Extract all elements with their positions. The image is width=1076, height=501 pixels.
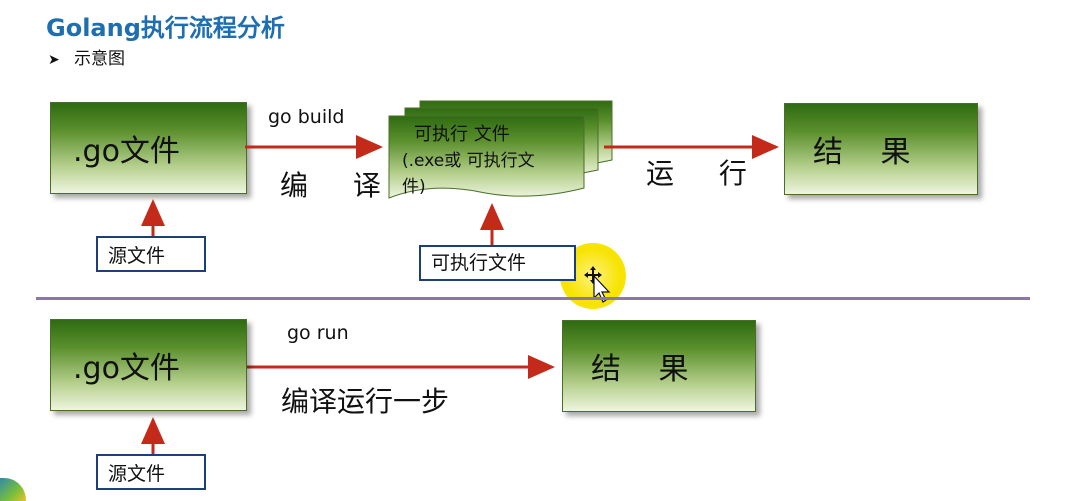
compile-run-label: 编译运行一步 <box>281 385 450 418</box>
result-label-bottom: 结 果 <box>591 352 703 387</box>
result-box-top: 结 果 <box>784 103 978 195</box>
go-file-box-bottom: .go文件 <box>50 319 247 411</box>
result-label-top: 结 果 <box>813 135 925 170</box>
exe-document-stack <box>388 100 613 199</box>
go-run-label: go run <box>287 322 349 344</box>
compile-label: 编 译 <box>280 169 399 202</box>
go-file-label-top: .go文件 <box>73 134 180 169</box>
result-box-bottom: 结 果 <box>562 320 756 412</box>
slide-corner-decoration <box>0 478 26 501</box>
source-file-box-top: 源文件 <box>96 236 206 272</box>
executable-file-box: 可执行文件 <box>419 245 576 281</box>
go-build-label: go build <box>268 106 345 128</box>
go-file-label-bottom: .go文件 <box>73 351 180 386</box>
exe-doc-front <box>388 115 585 199</box>
arrowhead-bullet-icon: ➤ <box>48 52 60 68</box>
run-label: 运 行 <box>646 157 765 190</box>
exe-doc-line2: (.exe或 可执行文 <box>402 151 535 171</box>
exe-doc-text: 可执行 文件 (.exe或 可执行文 件) <box>402 122 578 200</box>
go-file-box-top: .go文件 <box>50 102 247 194</box>
page-title: Golang执行流程分析 <box>46 14 285 42</box>
subtitle: ➤ 示意图 <box>48 44 125 69</box>
section-divider <box>36 297 1030 300</box>
exe-doc-line1: 可执行 文件 <box>414 124 510 145</box>
exe-doc-line3: 件) <box>402 177 426 197</box>
subtitle-text: 示意图 <box>74 49 125 69</box>
source-file-box-bottom: 源文件 <box>96 454 206 490</box>
